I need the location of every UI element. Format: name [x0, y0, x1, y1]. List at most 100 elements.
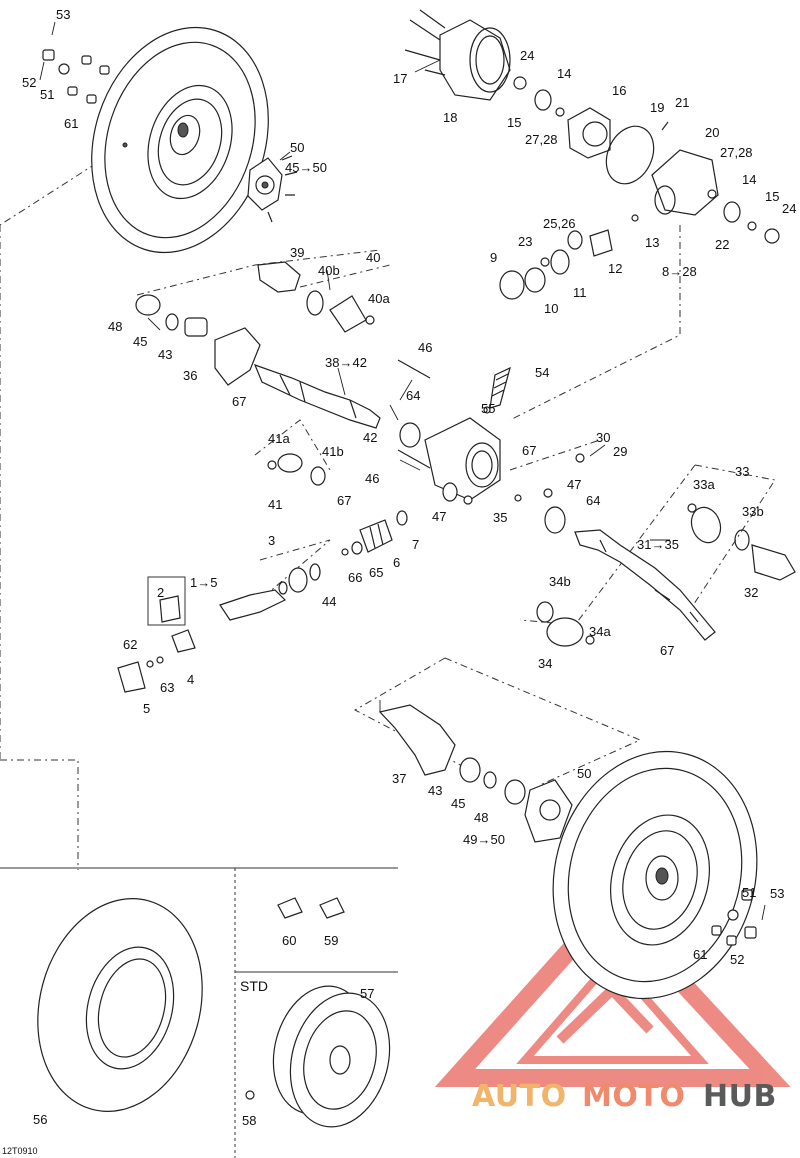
front-differential-housing: [424, 366, 585, 534]
callout-c62: 62: [123, 637, 137, 652]
callout-c55: 55: [481, 401, 495, 416]
callout-c30: 30: [596, 430, 610, 445]
callout-c33a: 33a: [693, 477, 715, 492]
front-right-drive-shaft: [536, 503, 796, 647]
callout-c36: 36: [183, 368, 197, 383]
callout-c6: 6: [393, 555, 400, 570]
callout-c3842: 38→42: [325, 355, 367, 370]
callout-c48a: 48: [108, 319, 122, 334]
callout-c40a: 40a: [368, 291, 390, 306]
callout-c66: 66: [348, 570, 362, 585]
callout-c14b: 14: [742, 172, 756, 187]
callout-c828: 8→28: [662, 264, 697, 279]
std-rim: [245, 985, 391, 1128]
callout-c43b: 43: [428, 783, 442, 798]
callout-c61a: 61: [64, 116, 78, 131]
callout-c34: 34: [538, 656, 552, 671]
rear-right-wheel-assembly: [552, 750, 758, 1000]
callout-c34a: 34a: [589, 624, 611, 639]
front-left-drive-shaft: [135, 261, 381, 429]
part-box-2: [147, 576, 186, 626]
callout-c60: 60: [282, 933, 296, 948]
callout-c3135: 31→35: [637, 537, 679, 552]
callout-c24b: 24: [782, 201, 796, 216]
callout-c52a: 52: [22, 75, 36, 90]
callout-c7: 7: [412, 537, 419, 552]
callout-c18: 18: [443, 110, 457, 125]
callout-c35: 35: [493, 510, 507, 525]
callout-c51a: 51: [40, 87, 54, 102]
callout-c48b: 48: [474, 810, 488, 825]
callout-c33: 33: [735, 464, 749, 479]
callout-c32: 32: [744, 585, 758, 600]
callout-c3: 3: [268, 533, 275, 548]
top-left-wheel-nuts: [42, 21, 110, 104]
callout-c58: 58: [242, 1113, 256, 1128]
callout-c15c: 1→5: [190, 575, 217, 590]
callout-c29: 29: [613, 444, 627, 459]
callout-c50a: 50: [290, 140, 304, 155]
watermark-text: AUTO MOTO HUB: [472, 1079, 777, 1114]
callout-c41b: 41b: [322, 444, 344, 459]
spare-tire: [37, 898, 203, 1112]
callout-c56: 56: [33, 1112, 47, 1127]
callout-c61b: 61: [693, 947, 707, 962]
valve-stem-parts: [277, 897, 345, 919]
callout-c46a: 46: [418, 340, 432, 355]
callout-c46b: 46: [365, 471, 379, 486]
callout-c15a: 15: [507, 115, 521, 130]
callout-c17: 17: [393, 71, 407, 86]
callout-c41a: 41a: [268, 431, 290, 446]
callout-c39: 39: [290, 245, 304, 260]
callout-c45a: 45: [133, 334, 147, 349]
callout-c67a: 67: [232, 394, 246, 409]
callout-c22: 22: [715, 237, 729, 252]
callout-c67c: 67: [337, 493, 351, 508]
front-left-wheel-assembly: [91, 26, 269, 254]
callout-c34b: 34b: [549, 574, 571, 589]
callout-c10: 10: [544, 301, 558, 316]
callout-c53b: 53: [770, 886, 784, 901]
watermark-word-moto: MOTO: [582, 1079, 685, 1114]
callout-c53a: 53: [56, 7, 70, 22]
callout-c59: 59: [324, 933, 338, 948]
rear-differential-housing: [404, 9, 780, 300]
std-label: STD: [240, 978, 268, 994]
callout-c42: 42: [363, 430, 377, 445]
callout-c57: 57: [360, 986, 374, 1001]
leader-lines: [39, 59, 670, 712]
callout-c21: 21: [675, 95, 689, 110]
callout-c40: 40: [366, 250, 380, 265]
callout-c11: 11: [573, 285, 587, 300]
callout-c37: 37: [392, 771, 406, 786]
drawing-code: 12T0910: [2, 1146, 38, 1156]
watermark-word-hub: HUB: [703, 1079, 777, 1114]
rear-knuckle-and-hub: [378, 704, 573, 843]
callout-c45b: 45: [451, 796, 465, 811]
callout-c40b: 40b: [318, 263, 340, 278]
callout-c47a: 47: [567, 477, 581, 492]
bottom-right-wheel-nuts: [711, 889, 766, 946]
lower-panel-frame: [0, 867, 398, 1158]
callout-c24a: 24: [520, 48, 534, 63]
callout-c43a: 43: [158, 347, 172, 362]
callout-c63: 63: [160, 680, 174, 695]
callout-c2728b: 27,28: [720, 145, 753, 160]
callout-c9: 9: [490, 250, 497, 265]
callout-c67b: 67: [522, 443, 536, 458]
callout-c41: 41: [268, 497, 282, 512]
callout-c64b: 64: [586, 493, 600, 508]
callout-c12: 12: [608, 261, 622, 276]
callout-c5: 5: [143, 701, 150, 716]
callout-c51b: 51: [742, 885, 756, 900]
callout-c33b: 33b: [742, 504, 764, 519]
callout-c14a: 14: [557, 66, 571, 81]
callout-c52b: 52: [730, 952, 744, 967]
callout-c19: 19: [650, 100, 664, 115]
propeller-shaft: [117, 510, 408, 693]
callout-c2: 2: [157, 585, 164, 600]
callout-c20: 20: [705, 125, 719, 140]
middle-shaft-parts: [267, 359, 431, 486]
front-hub-top: [247, 155, 298, 223]
